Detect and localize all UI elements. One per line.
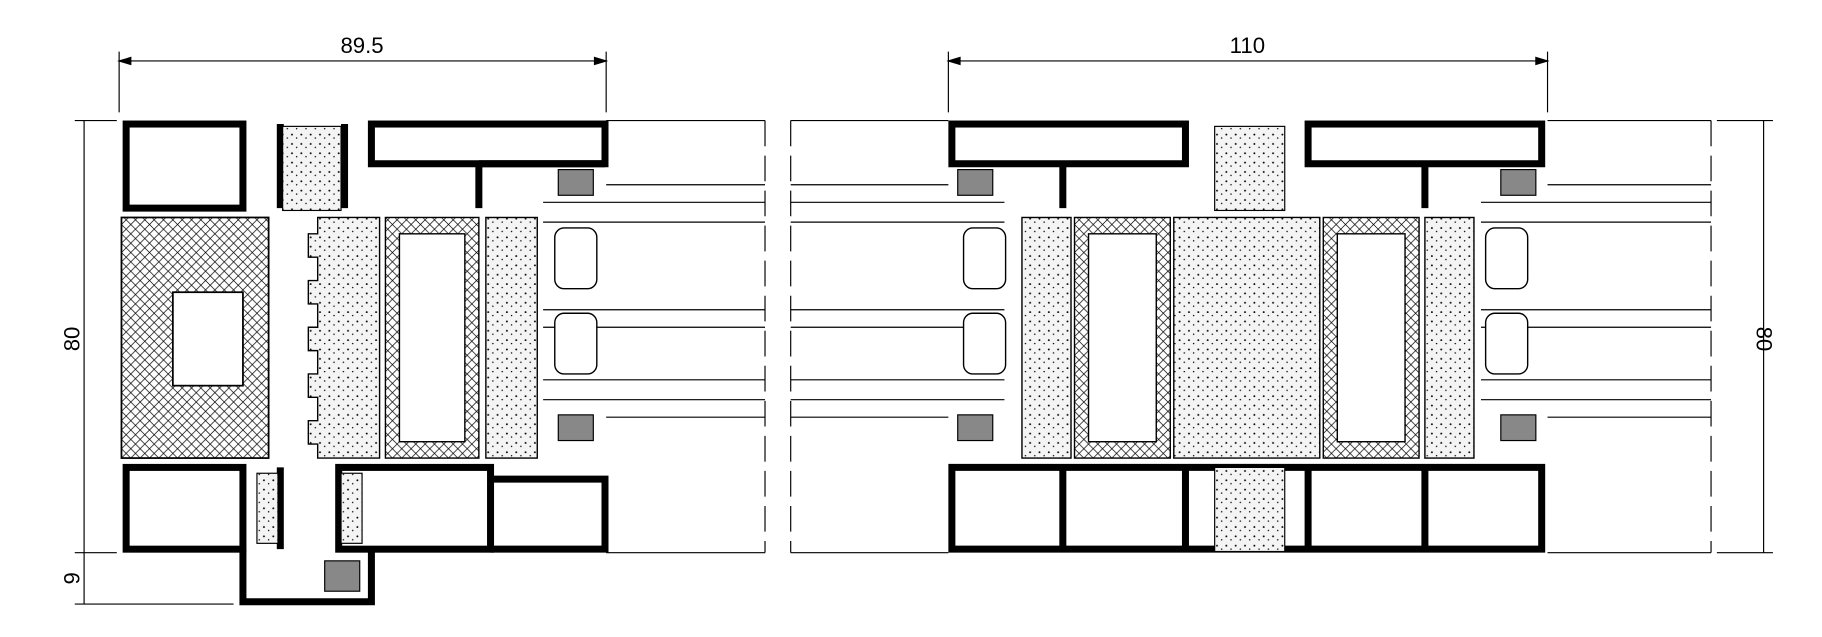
left-spacer-bars [554,227,598,375]
left-frame-profile [122,120,609,606]
dimension-label-width-right: 110 [1230,33,1265,58]
left-foam-insulation [307,216,381,459]
right-frame-profile [948,120,1546,553]
dimension-width-right [946,51,1550,113]
glazing-lines [543,119,1712,554]
dimension-label-width-left: 89.5 [340,33,383,58]
right-spacer-bars [962,227,1529,375]
right-foam-center [1173,216,1321,459]
left-foam-strip [485,216,538,459]
dimension-label-offset-left: 9 [59,572,84,584]
dimension-label-height-right: 80 [1752,327,1777,352]
dimension-height-left [74,119,234,605]
right-sash-chamber-left [1087,233,1157,443]
dimension-label-height-left: 80 [59,327,84,352]
right-foam-left [1021,216,1072,459]
right-gaskets [957,125,1537,553]
right-sash-chamber-right [1336,233,1406,443]
dimension-height-right [1716,119,1773,554]
left-sash-chamber [398,233,466,443]
dimension-width-left [117,51,609,113]
left-inner-chamber [171,291,244,387]
right-foam-right [1424,216,1475,459]
left-gaskets [256,125,594,592]
